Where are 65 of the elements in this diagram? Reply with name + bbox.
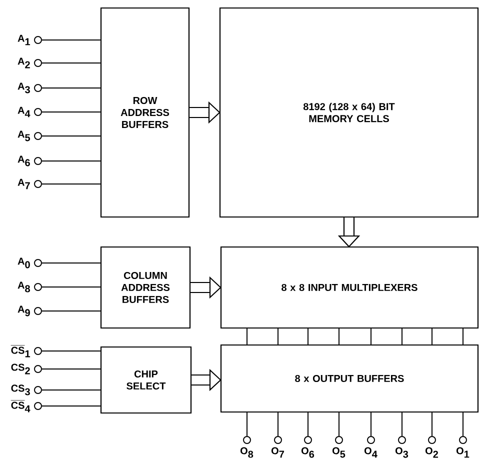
pin: $\textbf{O}_{\textbf{3}}$	[395, 436, 408, 458]
pin: $\textbf{O}_{\textbf{1}}$	[456, 436, 470, 458]
pin-line	[370, 412, 372, 436]
pin-line	[42, 310, 101, 312]
pin: $\textbf{A}_{\textbf{8}}$	[18, 282, 42, 292]
node-label: $\textbf{A}_{\textbf{6}}$	[18, 156, 30, 166]
pin: $\overline{\textbf{CS}}_{\textbf{1}}$	[10, 345, 42, 358]
pin: $\textbf{O}_{\textbf{5}}$	[332, 436, 346, 458]
pin-line	[462, 412, 464, 436]
node-label: $\textbf{O}_{\textbf{7}}$	[271, 447, 284, 458]
pin: $\textbf{O}_{\textbf{4}}$	[364, 436, 378, 458]
block-box: 8 x 8 INPUT MULTIPLEXERS	[220, 246, 479, 329]
pin: $\textbf{A}_{\textbf{4}}$	[18, 106, 42, 118]
node-label: $\textbf{A}_{\textbf{2}}$	[18, 58, 30, 68]
pin-line	[42, 368, 101, 370]
node-label: $\textbf{O}_{\textbf{8}}$	[240, 447, 254, 458]
node-label: $\textbf{CS}_{\textbf{2}}$	[11, 364, 30, 374]
pin-line	[42, 350, 101, 352]
node-label: $\textbf{O}_{\textbf{4}}$	[364, 447, 378, 458]
pin-line	[338, 412, 340, 436]
pin-line	[42, 286, 101, 288]
pin-line	[42, 262, 101, 264]
bus-line	[462, 328, 464, 345]
node-label: $\textbf{O}_{\textbf{2}}$	[425, 447, 438, 458]
node-label: $\textbf{A}_{\textbf{1}}$	[18, 34, 30, 46]
block-box: 8 x OUTPUT BUFFERS	[220, 344, 479, 413]
node-label: $\overline{\textbf{CS}}_{\textbf{4}}$	[10, 400, 30, 412]
pin: $\textbf{O}_{\textbf{2}}$	[425, 436, 438, 458]
bus-line	[370, 328, 372, 345]
node-label: $\overline{\textbf{CS}}_{\textbf{1}}$	[10, 345, 30, 358]
node-label: $\textbf{CS}_{\textbf{3}}$	[11, 384, 30, 396]
bus-line	[338, 328, 340, 345]
pin: $\textbf{A}_{\textbf{7}}$	[18, 178, 42, 190]
node-label: $\textbf{A}_{\textbf{9}}$	[18, 306, 30, 316]
node-label: $\textbf{A}_{\textbf{3}}$	[18, 82, 30, 94]
block-box: COLUMN ADDRESS BUFFERS	[100, 246, 191, 329]
pin-line	[42, 62, 101, 64]
pin: $\textbf{A}_{\textbf{0}}$	[18, 258, 42, 268]
pin: $\textbf{A}_{\textbf{3}}$	[18, 82, 42, 94]
pin: $\textbf{A}_{\textbf{5}}$	[18, 130, 42, 142]
node-label: $\textbf{A}_{\textbf{7}}$	[18, 178, 30, 190]
pin: $\textbf{A}_{\textbf{2}}$	[18, 58, 42, 68]
pin: $\textbf{A}_{\textbf{1}}$	[18, 34, 42, 46]
block-box: ROW ADDRESS BUFFERS	[100, 7, 190, 218]
block-box: 8192 (128 x 64) BIT MEMORY CELLS	[219, 7, 479, 218]
node-label: $\textbf{O}_{\textbf{3}}$	[395, 447, 408, 458]
pin: $\textbf{O}_{\textbf{8}}$	[240, 436, 254, 458]
pin-line	[42, 160, 101, 162]
node-label: $\textbf{A}_{\textbf{0}}$	[18, 258, 30, 268]
node-label: $\textbf{A}_{\textbf{5}}$	[18, 130, 30, 142]
node-label: $\textbf{O}_{\textbf{6}}$	[301, 447, 314, 458]
pin-line	[246, 412, 248, 436]
node-label: $\textbf{A}_{\textbf{4}}$	[18, 106, 30, 118]
node-label: $\textbf{O}_{\textbf{5}}$	[332, 447, 346, 458]
block-box: CHIP SELECT	[100, 346, 192, 414]
pin: $\textbf{O}_{\textbf{7}}$	[272, 436, 284, 458]
pin: $\textbf{O}_{\textbf{6}}$	[302, 436, 314, 458]
node-label: $\textbf{A}_{\textbf{8}}$	[18, 282, 30, 292]
pin: $\textbf{A}_{\textbf{9}}$	[18, 306, 42, 316]
node-label: $\textbf{O}_{\textbf{1}}$	[456, 447, 470, 458]
pin: $\overline{\textbf{CS}}_{\textbf{4}}$	[10, 400, 42, 412]
pin: $\textbf{CS}_{\textbf{3}}$	[11, 384, 42, 396]
pin: $\textbf{CS}_{\textbf{2}}$	[11, 364, 42, 374]
bus-line	[246, 328, 248, 345]
pin: $\textbf{A}_{\textbf{6}}$	[18, 156, 42, 166]
